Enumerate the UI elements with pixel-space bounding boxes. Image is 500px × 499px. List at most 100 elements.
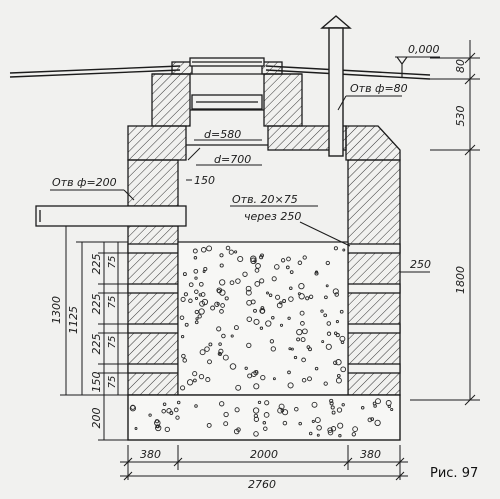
- stone: [300, 321, 305, 326]
- dim-250-label: 250: [410, 258, 431, 271]
- stone: [218, 348, 224, 354]
- stone: [148, 413, 152, 417]
- stone: [321, 340, 325, 344]
- stone: [290, 347, 294, 351]
- stone: [330, 405, 335, 410]
- figure-caption: Рис. 97: [430, 466, 479, 481]
- stone: [210, 305, 216, 311]
- stone: [375, 398, 381, 405]
- stone: [333, 246, 338, 251]
- stone: [316, 425, 322, 431]
- stone: [296, 337, 301, 342]
- stone: [282, 299, 287, 303]
- stone: [257, 400, 262, 405]
- stone: [250, 255, 257, 263]
- level-marker: [395, 56, 440, 77]
- stone: [287, 370, 291, 375]
- stone: [235, 384, 242, 391]
- diameter-700-label: d=700: [214, 153, 251, 166]
- stone: [186, 379, 194, 386]
- stone: [259, 326, 264, 330]
- stone: [254, 281, 261, 287]
- stone: [311, 401, 318, 408]
- stone: [182, 272, 187, 277]
- stone: [351, 432, 356, 437]
- stone: [229, 280, 235, 286]
- dim-80-label: 80: [454, 59, 467, 73]
- stone: [234, 250, 238, 254]
- stone: [335, 320, 339, 324]
- stone: [253, 413, 259, 419]
- stone: [306, 345, 311, 349]
- holes-line1-label: Отв. 20×75: [232, 193, 298, 206]
- stone: [387, 404, 391, 409]
- stone: [289, 286, 293, 290]
- stone: [233, 325, 239, 331]
- dim-530-label: 530: [454, 106, 467, 127]
- stone: [175, 415, 180, 420]
- stone: [129, 405, 137, 412]
- stone: [297, 260, 303, 266]
- stone: [279, 301, 283, 305]
- dim-225-c-label: 225: [90, 334, 103, 355]
- stone: [296, 328, 303, 336]
- stone: [254, 268, 260, 273]
- holes-line2-label: через 250: [244, 210, 301, 223]
- stone: [188, 282, 194, 288]
- stone: [333, 331, 338, 335]
- dim-2760-label: 2760: [248, 478, 276, 491]
- stone: [271, 315, 275, 320]
- stone: [204, 346, 210, 352]
- stone: [269, 339, 275, 344]
- stone: [287, 382, 294, 389]
- stone: [219, 289, 226, 296]
- stone: [298, 421, 302, 426]
- stone: [242, 271, 248, 277]
- stone: [280, 258, 286, 263]
- stone: [253, 416, 260, 422]
- stone: [263, 426, 268, 431]
- stone: [308, 294, 314, 299]
- stone: [285, 265, 290, 270]
- stone: [194, 296, 199, 300]
- stone: [223, 421, 229, 427]
- dim-150-b-label: 150: [90, 372, 103, 393]
- dim-75-b-label: 75: [107, 296, 118, 309]
- stone: [219, 309, 224, 314]
- stone: [333, 360, 338, 365]
- stone: [182, 358, 187, 363]
- diameter-580-label: d=580: [204, 128, 241, 141]
- stone: [330, 426, 337, 432]
- stone: [335, 377, 342, 384]
- stone: [316, 433, 320, 437]
- stone: [335, 359, 342, 366]
- stone: [334, 292, 339, 297]
- stone: [222, 354, 229, 361]
- stone: [198, 373, 205, 380]
- stone: [250, 257, 257, 265]
- stone: [298, 282, 305, 290]
- stone: [180, 385, 186, 391]
- stone: [289, 270, 294, 274]
- stone: [235, 278, 241, 284]
- stone: [237, 255, 244, 263]
- dim-75-a-label: 75: [107, 256, 118, 269]
- stone: [219, 279, 226, 286]
- stone: [286, 256, 291, 262]
- stone: [193, 268, 199, 274]
- stone: [236, 427, 241, 432]
- dim-1800-label: 1800: [454, 266, 467, 294]
- stone: [373, 404, 377, 408]
- stone: [340, 366, 347, 373]
- stone: [223, 411, 229, 418]
- dim-75-c-label: 75: [107, 336, 118, 349]
- stone: [179, 315, 185, 320]
- stone: [247, 373, 253, 379]
- stone: [184, 322, 189, 327]
- stone: [279, 323, 284, 327]
- stone: [360, 406, 365, 410]
- stone: [245, 289, 252, 296]
- stone: [329, 401, 334, 406]
- stone: [335, 333, 340, 338]
- stone: [305, 296, 310, 301]
